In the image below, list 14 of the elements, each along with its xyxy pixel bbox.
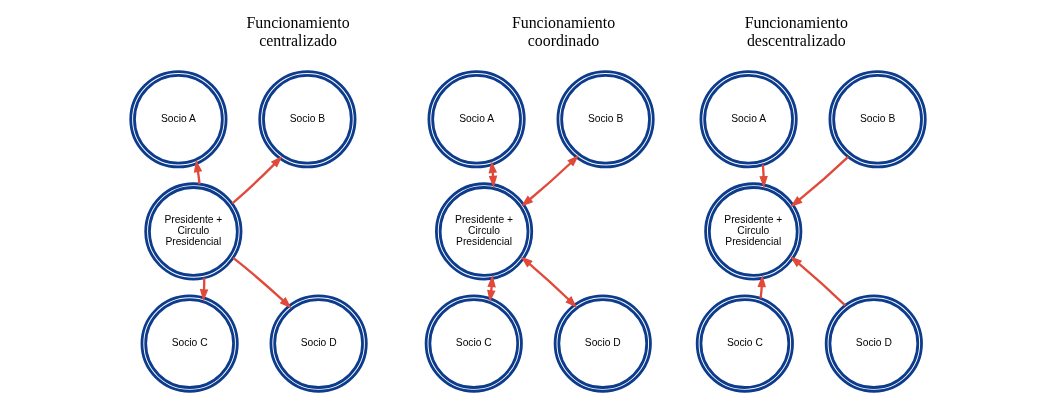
node-circle: Presidente + Circulo Presidencial: [144, 182, 243, 281]
arrow: [521, 155, 579, 207]
arrow: [520, 256, 577, 308]
arrow: [231, 155, 283, 205]
label: Funcionamiento coordinado: [511, 14, 616, 49]
arrow: [790, 156, 849, 207]
arrow: [757, 274, 766, 299]
arrow: [193, 159, 203, 185]
arrow: [232, 257, 292, 309]
label: Funcionamiento descentralizado: [744, 14, 848, 49]
arrow: [790, 256, 846, 307]
arrow: [759, 164, 768, 189]
node-circle: Socio C: [140, 294, 239, 393]
label: Funcionamiento centralizado: [246, 14, 350, 49]
